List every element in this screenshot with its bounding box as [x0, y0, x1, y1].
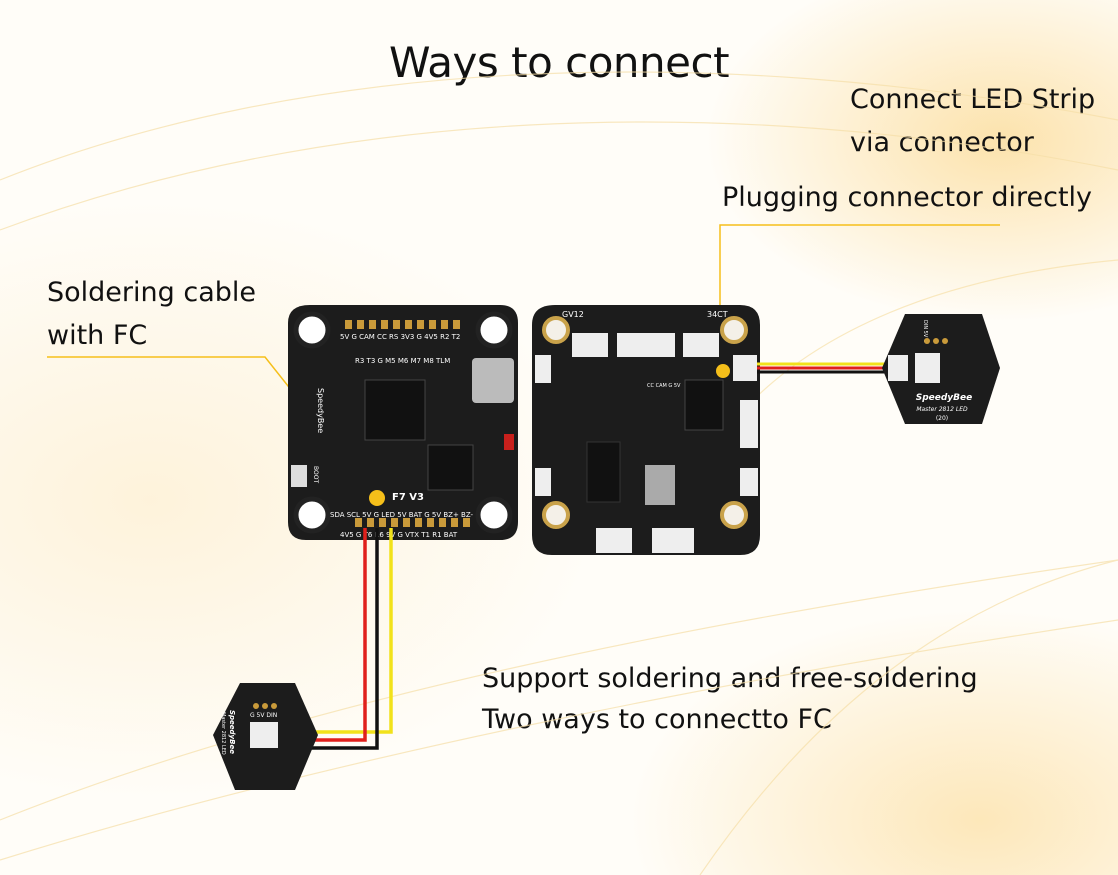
esc-label-right: 34CT	[707, 310, 728, 319]
background-swirls	[0, 71, 1118, 875]
plug-point-dot	[716, 364, 730, 378]
fc-model: F7 V3	[392, 492, 424, 503]
fc-row2-pads: R3 T3 G M5 M6 M7 M8 TLM	[355, 357, 450, 365]
callout-led-strip-line2: via connector	[850, 127, 1034, 158]
led-module-right: DIN 5V G SpeedyBee Master 2812 LED (20)	[882, 314, 1000, 424]
fc-bottom-row2: 4V5 G T6 R6 9V G VTX T1 R1 BAT	[340, 531, 458, 539]
wires-bottom	[295, 528, 393, 750]
fc-bottom-pads: SDA SCL 5V G LED 5V BAT G 5V BZ+ BZ-	[330, 511, 474, 519]
callout-support-line1: Support soldering and free-soldering	[482, 663, 978, 694]
esc-pads: CC CAM G 5V	[647, 383, 681, 389]
callout-led-strip-line1: Connect LED Strip	[850, 84, 1096, 115]
esc-board: GV12 34CT CC CAM G 5V	[532, 305, 760, 555]
led-pins-right: DIN 5V G	[922, 320, 928, 343]
fc-boot-label: BOOT	[312, 466, 319, 483]
page-title: Ways to connect	[388, 38, 730, 87]
usb-c-port-icon	[472, 358, 514, 403]
boot-button	[291, 465, 307, 487]
solder-point-dot	[369, 490, 385, 506]
led-count-right: (20)	[936, 415, 948, 422]
callout-plugging: Plugging connector directly	[722, 182, 1093, 213]
wires-right	[757, 362, 895, 374]
fc-board: BOOT 5V G CAM CC RS 3V3 G 4V5 R2 T2 R3 T…	[288, 305, 518, 540]
callout-soldering-line1: Soldering cable	[47, 277, 256, 308]
led-module-bottom: G 5V DIN SpeedyBee Master 2812 LED	[213, 683, 318, 790]
led-name-right: Master 2812 LED	[916, 406, 968, 413]
led-pins-bottom: G 5V DIN	[250, 712, 277, 719]
fc-top-pads: 5V G CAM CC RS 3V3 G 4V5 R2 T2	[340, 333, 460, 341]
esc-label-left: GV12	[562, 310, 584, 319]
led-name-bottom: Master 2812 LED	[220, 712, 226, 755]
led-brand-right: SpeedyBee	[916, 393, 973, 403]
callout-support-line2: Two ways to connectto FC	[482, 704, 832, 735]
led-brand-bottom: SpeedyBee	[228, 710, 236, 754]
fc-brand: SpeedyBee	[316, 388, 325, 433]
callout-soldering-line2: with FC	[47, 320, 148, 351]
